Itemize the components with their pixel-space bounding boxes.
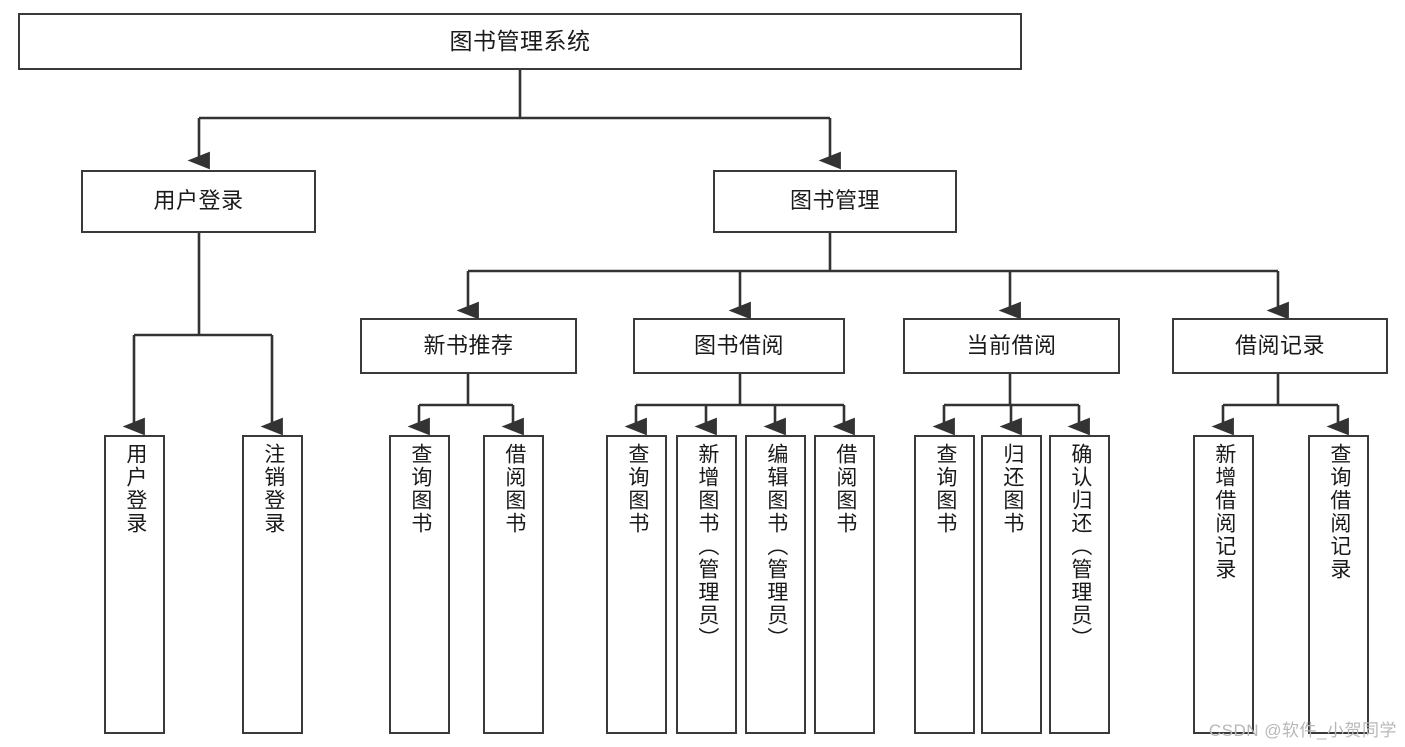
node-leaf-logout-label: 注销登录 [261, 443, 285, 535]
node-user-login-label: 用户登录 [153, 188, 244, 214]
node-book-borrow[interactable]: 图书借阅 [633, 318, 845, 374]
node-leaf-borrow-book-label: 借阅图书 [833, 443, 857, 535]
node-leaf-query-book-borrow[interactable]: 查询图书 [606, 435, 667, 734]
node-book-borrow-label: 图书借阅 [693, 332, 784, 358]
node-leaf-return-book-label: 归还图书 [1000, 443, 1024, 535]
node-current-borrow[interactable]: 当前借阅 [903, 318, 1120, 374]
node-borrow-record[interactable]: 借阅记录 [1172, 318, 1388, 374]
node-leaf-user-login[interactable]: 用户登录 [104, 435, 165, 734]
node-new-book-recommend[interactable]: 新书推荐 [360, 318, 577, 374]
watermark-text: CSDN @软件_小贺同学 [1208, 721, 1397, 740]
node-leaf-add-book-label: 新增图书（管理员） [695, 443, 719, 650]
node-leaf-user-login-label: 用户登录 [123, 443, 147, 535]
node-root-label: 图书管理系统 [449, 27, 591, 54]
node-leaf-query-book-recommend-label: 查询图书 [408, 443, 432, 535]
node-borrow-record-label: 借阅记录 [1234, 332, 1325, 358]
node-leaf-confirm-return[interactable]: 确认归还（管理员） [1049, 435, 1110, 734]
node-leaf-confirm-return-label: 确认归还（管理员） [1068, 443, 1092, 650]
node-current-borrow-label: 当前借阅 [966, 332, 1057, 358]
node-leaf-query-record[interactable]: 查询借阅记录 [1308, 435, 1369, 734]
node-book-manage-label: 图书管理 [789, 188, 880, 214]
node-leaf-borrow-book-recommend[interactable]: 借阅图书 [483, 435, 544, 734]
node-leaf-logout[interactable]: 注销登录 [242, 435, 303, 734]
node-leaf-return-book[interactable]: 归还图书 [981, 435, 1042, 734]
node-leaf-edit-book-label: 编辑图书（管理员） [764, 443, 788, 650]
node-leaf-add-record[interactable]: 新增借阅记录 [1193, 435, 1254, 734]
node-new-book-recommend-label: 新书推荐 [423, 332, 514, 358]
node-user-login[interactable]: 用户登录 [81, 170, 316, 233]
node-leaf-add-book[interactable]: 新增图书（管理员） [676, 435, 737, 734]
node-leaf-query-book-current[interactable]: 查询图书 [914, 435, 975, 734]
node-leaf-query-book-current-label: 查询图书 [933, 443, 957, 535]
node-book-manage[interactable]: 图书管理 [713, 170, 957, 233]
node-leaf-query-record-label: 查询借阅记录 [1327, 443, 1351, 581]
node-leaf-borrow-book[interactable]: 借阅图书 [814, 435, 875, 734]
node-leaf-query-book-recommend[interactable]: 查询图书 [389, 435, 450, 734]
node-root-book-management-system[interactable]: 图书管理系统 [18, 13, 1022, 70]
node-leaf-add-record-label: 新增借阅记录 [1212, 443, 1236, 581]
node-leaf-edit-book[interactable]: 编辑图书（管理员） [745, 435, 806, 734]
node-leaf-query-book-borrow-label: 查询图书 [625, 443, 649, 535]
node-leaf-borrow-book-recommend-label: 借阅图书 [502, 443, 526, 535]
